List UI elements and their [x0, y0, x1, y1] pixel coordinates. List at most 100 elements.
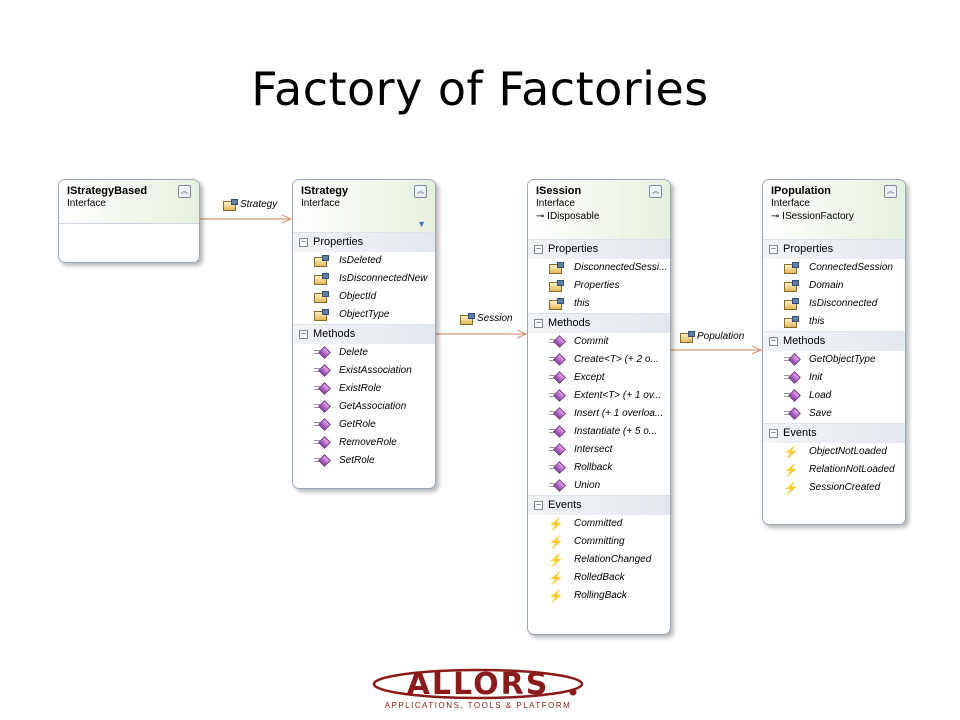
event-item[interactable]: ⚡RelationChanged [528, 551, 670, 569]
events-list: ⚡ObjectNotLoaded⚡RelationNotLoaded⚡Sessi… [763, 443, 905, 497]
property-item[interactable]: Properties [528, 277, 670, 295]
collapse-section-icon[interactable]: − [299, 238, 308, 247]
member-label: Commit [574, 336, 609, 347]
collapse-section-icon[interactable]: − [769, 337, 778, 346]
method-item[interactable]: Extent<T> (+ 1 ov... [528, 387, 670, 405]
ipopulation-events-section[interactable]: − Events [763, 423, 905, 443]
session-label-text: Session [477, 313, 513, 324]
istrategy-methods-section[interactable]: − Methods [293, 324, 435, 344]
strategy-association-label[interactable]: Strategy [222, 199, 277, 211]
event-item[interactable]: ⚡RelationNotLoaded [763, 461, 905, 479]
collapse-icon[interactable]: ︽ [884, 185, 897, 198]
property-item[interactable]: IsDeleted [293, 252, 435, 270]
ipopulation-name: IPopulation [771, 185, 831, 197]
isession-box[interactable]: ISession Interface ⊸ IDisposable ︽ − Pro… [527, 179, 671, 635]
method-item[interactable]: Commit [528, 333, 670, 351]
property-item[interactable]: ObjectId [293, 288, 435, 306]
istrategybased-box[interactable]: IStrategyBased Interface ︽ [58, 179, 200, 263]
method-item[interactable]: ExistRole [293, 380, 435, 398]
logo-brand: ALLORS [407, 667, 550, 702]
property-item[interactable]: Domain [763, 277, 905, 295]
event-item[interactable]: ⚡SessionCreated [763, 479, 905, 497]
method-item[interactable]: Rollback [528, 459, 670, 477]
section-label: Properties [313, 236, 364, 248]
method-item[interactable]: Save [763, 405, 905, 423]
istrategy-stereotype: Interface [301, 198, 340, 209]
collapse-section-icon[interactable]: − [534, 319, 543, 328]
method-item[interactable]: GetAssociation [293, 398, 435, 416]
property-item[interactable]: this [763, 313, 905, 331]
section-label: Methods [313, 328, 356, 340]
collapse-section-icon[interactable]: − [534, 245, 543, 254]
istrategy-box[interactable]: IStrategy Interface ︽ ▼ − Properties IsD… [292, 179, 436, 489]
collapse-section-icon[interactable]: − [769, 429, 778, 438]
collapse-icon[interactable]: ︽ [649, 185, 662, 198]
property-item[interactable]: DisconnectedSessi... [528, 259, 670, 277]
member-label: ExistRole [339, 383, 382, 394]
member-label: Rollback [574, 462, 613, 473]
section-label: Properties [783, 243, 834, 255]
member-label: GetAssociation [339, 401, 407, 412]
member-label: IsDisconnected [809, 298, 878, 309]
property-icon [548, 262, 564, 274]
ipopulation-properties-section[interactable]: − Properties [763, 239, 905, 259]
method-item[interactable]: Union [528, 477, 670, 495]
population-association-label[interactable]: Population [679, 331, 744, 343]
method-item[interactable]: SetRole [293, 452, 435, 470]
method-item[interactable]: Except [528, 369, 670, 387]
member-label: Save [809, 408, 832, 419]
lightning-icon: ⚡ [783, 445, 799, 459]
property-item[interactable]: ObjectType [293, 306, 435, 324]
isession-properties-section[interactable]: − Properties [528, 239, 670, 259]
method-icon [548, 480, 564, 492]
session-association-label[interactable]: Session [459, 313, 513, 325]
method-item[interactable]: Load [763, 387, 905, 405]
collapse-icon[interactable]: ︽ [178, 185, 191, 198]
method-item[interactable]: RemoveRole [293, 434, 435, 452]
member-label: RolledBack [574, 572, 625, 583]
method-item[interactable]: Insert (+ 1 overloa... [528, 405, 670, 423]
collapse-icon[interactable]: ︽ [414, 185, 427, 198]
method-item[interactable]: Instantiate (+ 5 o... [528, 423, 670, 441]
event-item[interactable]: ⚡Committed [528, 515, 670, 533]
event-item[interactable]: ⚡Committing [528, 533, 670, 551]
member-label: DisconnectedSessi... [574, 262, 668, 273]
event-item[interactable]: ⚡RolledBack [528, 569, 670, 587]
strategy-arrowhead [281, 214, 293, 224]
method-item[interactable]: GetRole [293, 416, 435, 434]
method-item[interactable]: ExistAssociation [293, 362, 435, 380]
collapse-section-icon[interactable]: − [534, 501, 543, 510]
isession-body: − Properties DisconnectedSessi... Propert… [528, 239, 670, 605]
method-item[interactable]: Init [763, 369, 905, 387]
collapse-section-icon[interactable]: − [299, 330, 308, 339]
method-item[interactable]: GetObjectType [763, 351, 905, 369]
isession-methods-section[interactable]: − Methods [528, 313, 670, 333]
method-icon [548, 336, 564, 348]
istrategy-header: IStrategy Interface ︽ ▼ [293, 180, 435, 232]
member-label: Insert (+ 1 overloa... [574, 408, 664, 419]
property-item[interactable]: IsDisconnectedNew [293, 270, 435, 288]
ipopulation-methods-section[interactable]: − Methods [763, 331, 905, 351]
implements-arrow-icon: ⊸ [536, 211, 545, 222]
method-item[interactable]: Intersect [528, 441, 670, 459]
method-item[interactable]: Delete [293, 344, 435, 362]
method-item[interactable]: Create<T> (+ 2 o... [528, 351, 670, 369]
collapse-section-icon[interactable]: − [769, 245, 778, 254]
member-label: Intersect [574, 444, 613, 455]
property-icon [313, 291, 329, 303]
filter-icon[interactable]: ▼ [417, 219, 426, 229]
property-item[interactable]: ConnectedSession [763, 259, 905, 277]
ipopulation-box[interactable]: IPopulation Interface ⊸ ISessionFactory … [762, 179, 906, 525]
property-icon [222, 199, 238, 211]
method-icon [548, 426, 564, 438]
property-icon [548, 298, 564, 310]
implements-arrow-icon: ⊸ [771, 211, 780, 222]
property-item[interactable]: IsDisconnected [763, 295, 905, 313]
istrategy-properties-section[interactable]: − Properties [293, 232, 435, 252]
event-item[interactable]: ⚡ObjectNotLoaded [763, 443, 905, 461]
event-item[interactable]: ⚡RollingBack [528, 587, 670, 605]
isession-events-section[interactable]: − Events [528, 495, 670, 515]
member-label: Domain [809, 280, 844, 291]
property-item[interactable]: this [528, 295, 670, 313]
